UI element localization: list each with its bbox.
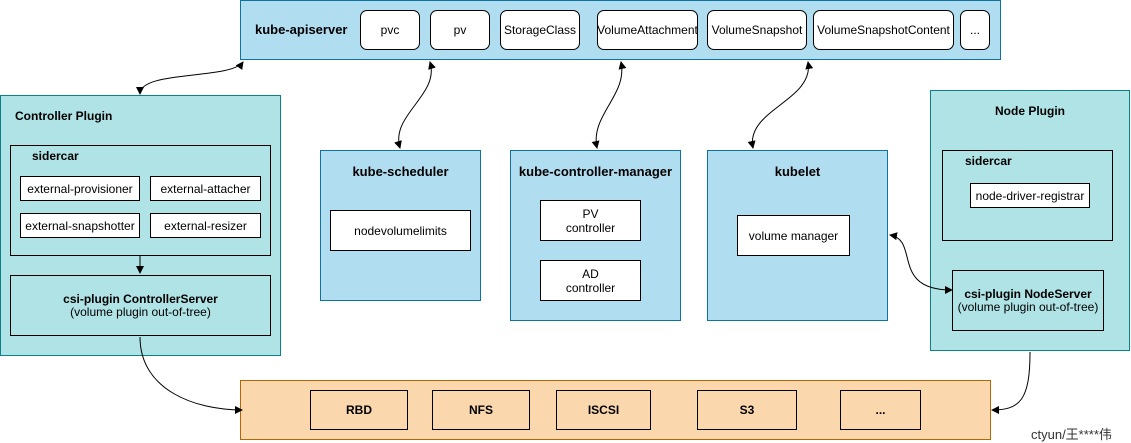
- pv-controller-line2: controller: [565, 220, 616, 235]
- ad-controller-line1: AD: [582, 266, 599, 281]
- sidecar-external-attacher: external-attacher: [150, 176, 261, 201]
- node-server-title: csi-plugin NodeServer: [964, 286, 1092, 301]
- ad-controller-box: AD controller: [540, 260, 641, 301]
- kube-apiserver-title: kube-apiserver: [255, 22, 348, 37]
- kube-controller-manager-title: kube-controller-manager: [518, 164, 673, 179]
- controller-server-subtitle: (volume plugin out-of-tree): [70, 304, 211, 319]
- controller-sidecar-box: [10, 145, 271, 256]
- sidecar-external-provisioner: external-provisioner: [20, 176, 140, 201]
- arrow-node-storage: [991, 351, 1031, 414]
- storage-iscsi: ISCSI: [556, 390, 651, 430]
- node-driver-registrar-box: node-driver-registrar: [970, 183, 1090, 208]
- resource-pv: pv: [430, 10, 490, 50]
- resource-storageclass: StorageClass: [500, 10, 580, 50]
- resource-pvc: pvc: [360, 10, 420, 50]
- resource-volumeattachment: VolumeAttachment: [597, 10, 698, 50]
- arrow-controller-storage: [139, 336, 243, 414]
- node-sidecar-title: sidercar: [965, 154, 1012, 168]
- nodevolumelimits-box: nodevolumelimits: [330, 210, 471, 251]
- arrow-scheduler-apiserver: [394, 61, 436, 149]
- sidecar-external-resizer: external-resizer: [150, 213, 261, 238]
- storage-rbd: RBD: [310, 390, 408, 430]
- kube-scheduler-title: kube-scheduler: [352, 164, 449, 179]
- resource-volumesnapshot: VolumeSnapshot: [707, 10, 807, 50]
- sidecar-external-snapshotter: external-snapshotter: [20, 213, 140, 238]
- pv-controller-box: PV controller: [540, 200, 641, 241]
- controller-plugin-title: Controller Plugin: [15, 109, 113, 123]
- kubelet-title: kubelet: [774, 164, 821, 179]
- arrow-controller-apiserver: [136, 61, 244, 95]
- resource-volumesnapshotcontent: VolumeSnapshotContent: [813, 10, 954, 50]
- controller-server-box: csi-plugin ControllerServer (volume plug…: [10, 275, 271, 336]
- storage-nfs: NFS: [432, 390, 530, 430]
- node-server-subtitle: (volume plugin out-of-tree): [957, 299, 1099, 314]
- ad-controller-line2: controller: [565, 280, 616, 295]
- volume-manager-box: volume manager: [737, 215, 850, 256]
- arrow-controller-manager-apiserver: [591, 61, 627, 149]
- arrow-kubelet-apiserver: [747, 61, 814, 149]
- node-server-box: csi-plugin NodeServer (volume plugin out…: [952, 270, 1104, 331]
- controller-sidecar-title: sidercar: [32, 149, 79, 163]
- arrow-kubelet-nodeserver: [889, 232, 953, 294]
- pv-controller-line1: PV: [582, 206, 599, 221]
- storage-s3: S3: [697, 390, 797, 430]
- watermark: ctyun/王****伟: [1031, 427, 1112, 442]
- storage-more: ...: [840, 390, 921, 430]
- controller-server-title: csi-plugin ControllerServer: [63, 291, 218, 306]
- resource-more: ...: [960, 10, 990, 50]
- node-sidecar-box: [942, 150, 1113, 241]
- node-plugin-title: Node Plugin: [995, 104, 1065, 118]
